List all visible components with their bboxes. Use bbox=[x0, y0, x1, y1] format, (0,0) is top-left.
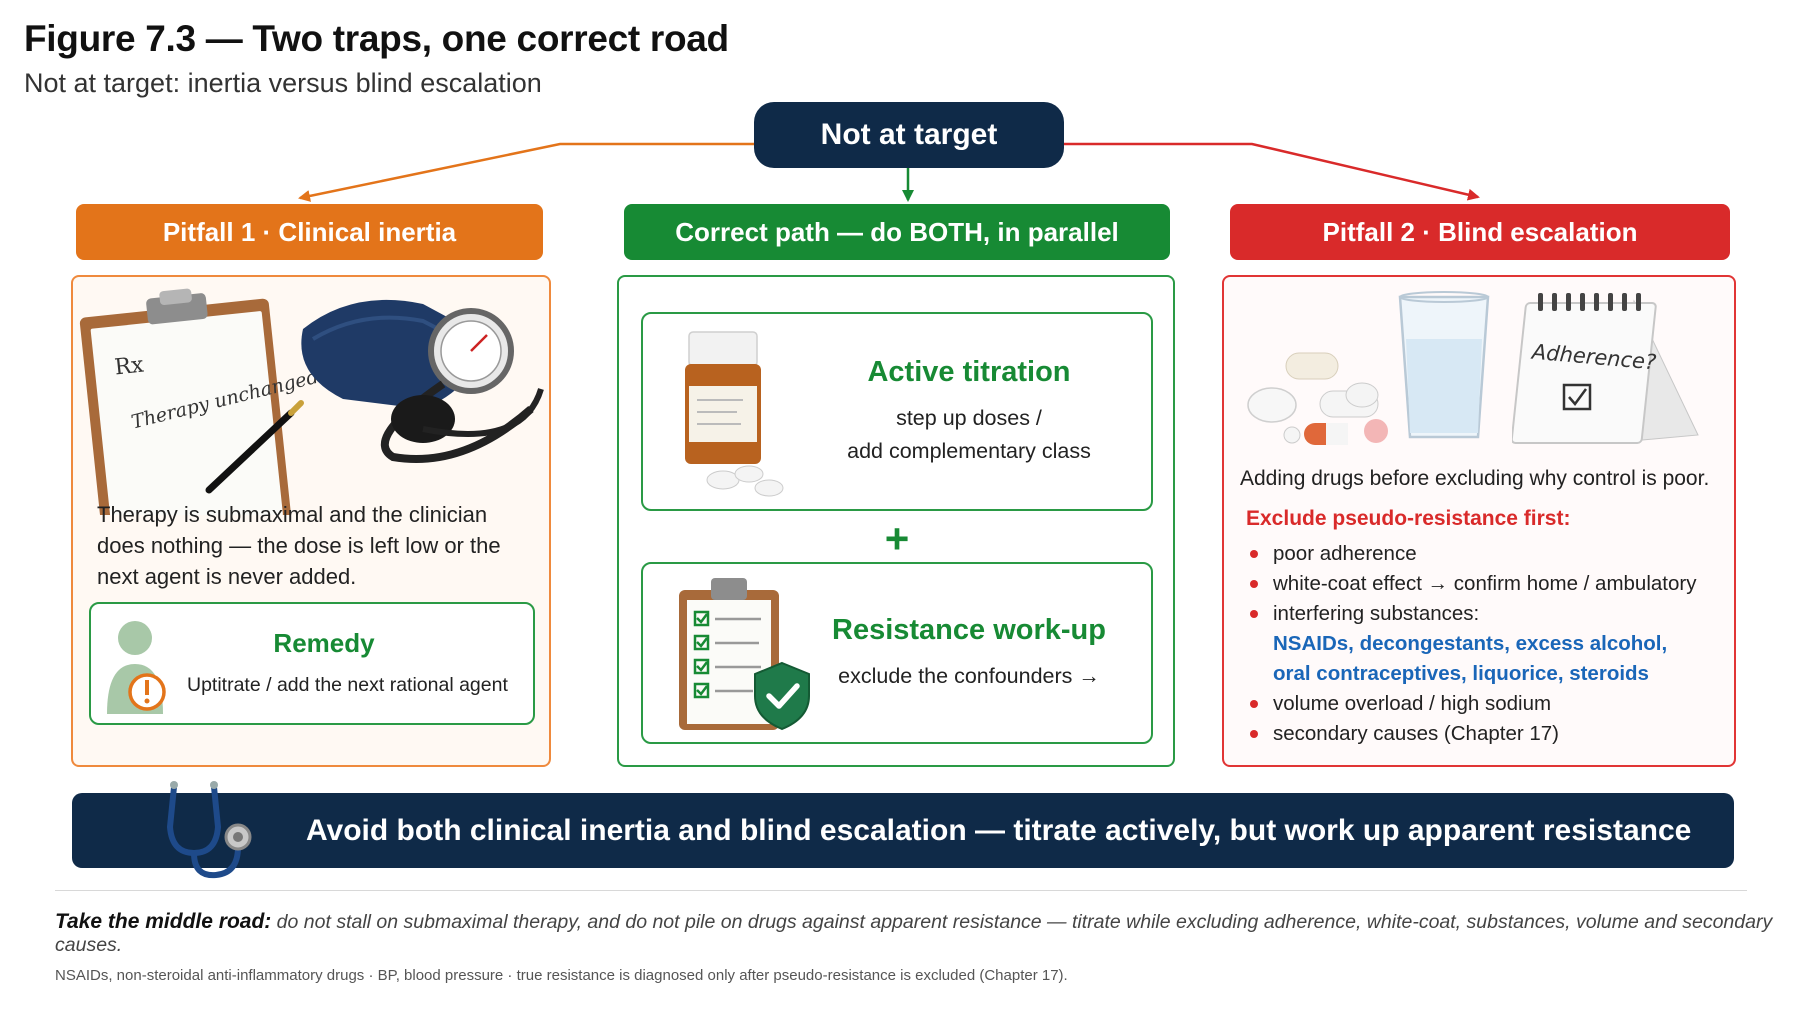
pitfall-1-panel: Rx Therapy unchanged Therapy is submaxim… bbox=[71, 275, 551, 767]
resistance-workup-card: Resistance work-up exclude the confounde… bbox=[641, 562, 1153, 744]
clipboard-icon: Rx Therapy unchanged bbox=[79, 288, 321, 515]
pitfall-2-header: Pitfall 2 · Blind escalation bbox=[1230, 204, 1730, 260]
substances-line-1: NSAIDs, decongestants, excess alcohol, bbox=[1273, 632, 1668, 655]
pill-bottle-icon bbox=[685, 331, 784, 497]
pitfall-2-panel: Adherence? Adding drugs before excluding… bbox=[1222, 275, 1736, 767]
takeaway-lead: Take the middle road: bbox=[55, 910, 272, 933]
calendar-icon: Adherence? bbox=[1512, 293, 1699, 444]
remedy-text: Uptitrate / add the next rational agent bbox=[187, 674, 508, 696]
remedy-box: Remedy Uptitrate / add the next rational… bbox=[89, 602, 535, 725]
list-subitem: oral contraceptives, liquorice, steroids bbox=[1246, 659, 1726, 689]
shield-check-icon bbox=[754, 661, 810, 731]
footnote: NSAIDs, non-steroidal anti-inflammatory … bbox=[55, 967, 1068, 984]
stethoscope-icon bbox=[166, 781, 252, 879]
resistance-workup-title: Resistance work-up bbox=[832, 614, 1106, 646]
list-item: secondary causes (Chapter 17) bbox=[1246, 719, 1726, 749]
active-titration-line-1: step up doses / bbox=[896, 406, 1042, 430]
not-at-target-node: Not at target bbox=[754, 102, 1064, 168]
pitfall-1-description: Therapy is submaximal and the clinician … bbox=[97, 502, 501, 589]
water-glass-icon bbox=[1398, 291, 1490, 439]
figure-subtitle: Not at target: inertia versus blind esca… bbox=[24, 68, 542, 98]
figure-title: Figure 7.3 — Two traps, one correct road bbox=[24, 18, 729, 59]
list-item: white-coat effect → confirm home / ambul… bbox=[1246, 569, 1726, 599]
list-item: interfering substances: bbox=[1246, 599, 1726, 629]
takeaway-body: do not stall on submaximal therapy, and … bbox=[55, 911, 1773, 956]
resistance-workup-text: exclude the confounders → bbox=[838, 664, 1100, 688]
correct-path-panel: Active titration step up doses / add com… bbox=[617, 275, 1175, 767]
plus-sign: + bbox=[884, 515, 910, 562]
list-item: volume overload / high sodium bbox=[1246, 689, 1726, 719]
correct-path-header: Correct path — do BOTH, in parallel bbox=[624, 204, 1170, 260]
pseudo-resistance-list: poor adherence white-coat effect → confi… bbox=[1246, 539, 1726, 749]
connector-arrows bbox=[298, 142, 1480, 202]
arrow-to-pitfall-1 bbox=[298, 142, 754, 202]
bp-cuff-icon bbox=[301, 299, 544, 463]
remedy-title: Remedy bbox=[273, 628, 375, 658]
active-titration-title: Active titration bbox=[867, 356, 1071, 388]
summary-banner-text: Avoid both clinical inertia and blind es… bbox=[306, 813, 1692, 847]
pitfall-1-header: Pitfall 1 · Clinical inertia bbox=[76, 204, 543, 260]
divider bbox=[55, 890, 1747, 891]
rx-text: Rx bbox=[113, 353, 145, 381]
list-item: poor adherence bbox=[1246, 539, 1726, 569]
active-titration-card: Active titration step up doses / add com… bbox=[641, 312, 1153, 511]
summary-banner: Avoid both clinical inertia and blind es… bbox=[72, 793, 1734, 868]
substances-line-2: oral contraceptives, liquorice, steroids bbox=[1273, 662, 1649, 685]
person-alert-icon bbox=[107, 621, 166, 714]
takeaway-text: Take the middle road: do not stall on su… bbox=[55, 910, 1800, 957]
pills-icon bbox=[1247, 352, 1388, 445]
pseudo-resistance-title: Exclude pseudo-resistance first: bbox=[1246, 507, 1571, 530]
pitfall-2-description: Adding drugs before excluding why contro… bbox=[1240, 467, 1710, 490]
active-titration-line-2: add complementary class bbox=[847, 439, 1091, 463]
list-subitem: NSAIDs, decongestants, excess alcohol, bbox=[1246, 629, 1726, 659]
arrow-to-pitfall-2 bbox=[1064, 142, 1480, 201]
